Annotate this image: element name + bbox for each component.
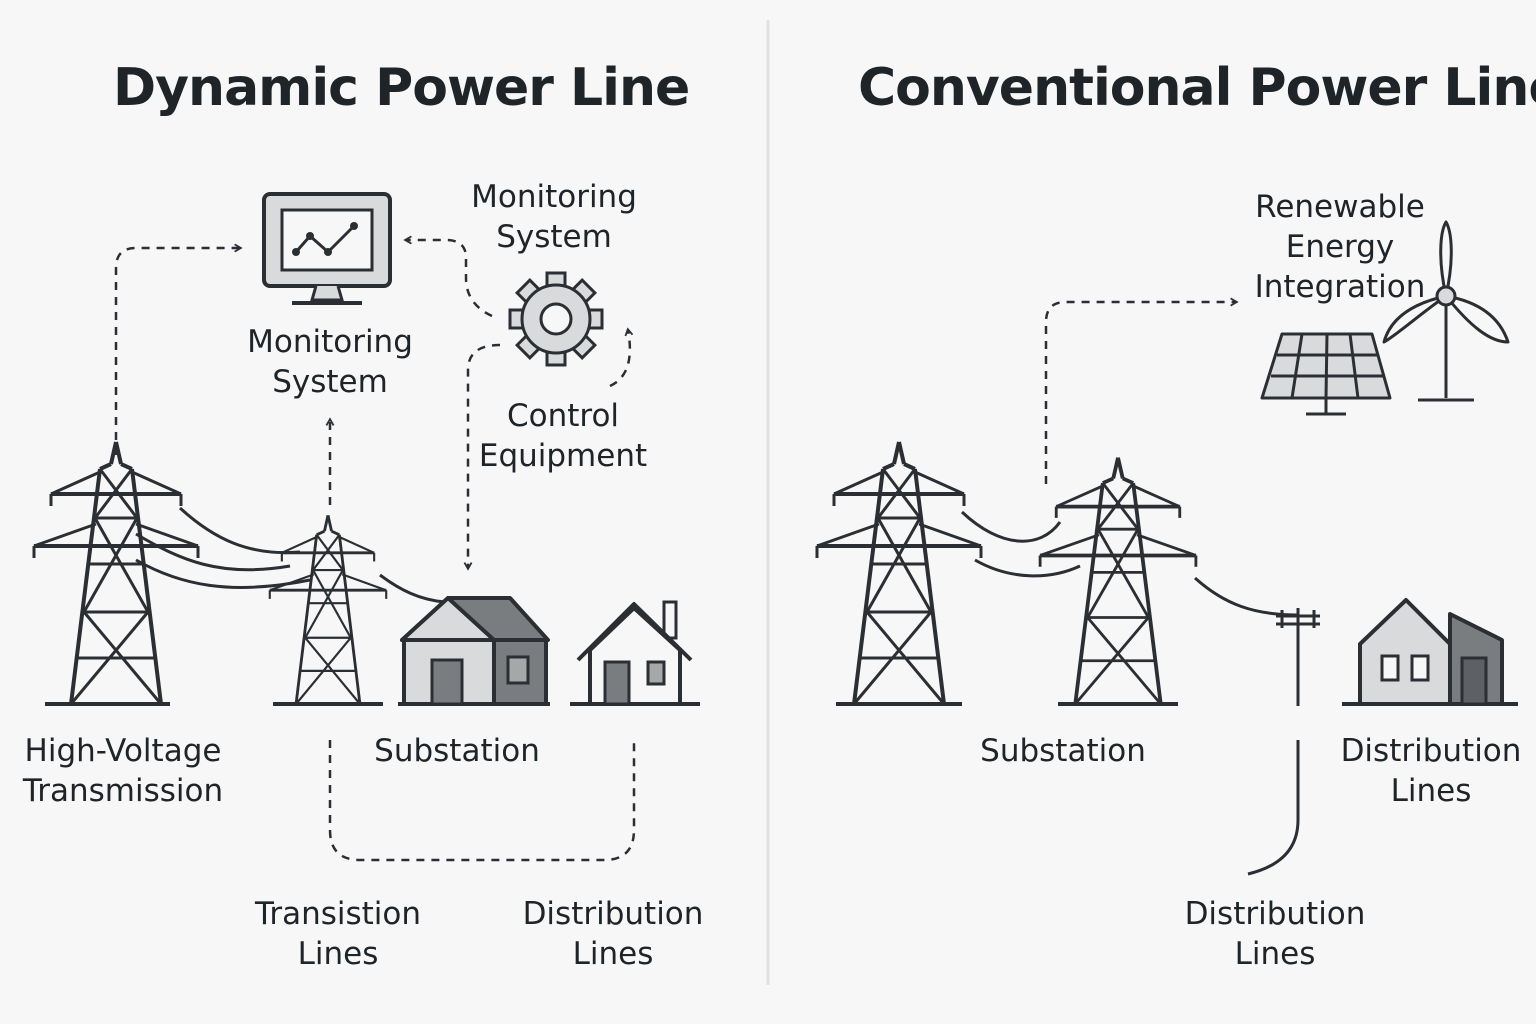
house-icon: [400, 596, 550, 706]
renewable-energy-label: Renewable Energy Integration: [1254, 189, 1426, 305]
data-flow-arrows: [1044, 302, 1236, 484]
substation-label: Substation: [374, 733, 540, 769]
transition-lines-label: Transistion Lines: [254, 896, 422, 972]
transmission-wires: [135, 506, 446, 604]
substation-label: Substation: [980, 733, 1146, 769]
distribution-connector: [1247, 740, 1300, 876]
wind-turbine-icon: [1382, 220, 1510, 402]
data-flow-arrows: [114, 240, 636, 862]
control-equipment-label: Control Equipment: [478, 398, 648, 474]
distribution-lines-label: Distribution Lines: [522, 896, 704, 972]
transmission-wires: [960, 510, 1299, 617]
left-panel-title: Dynamic Power Line: [113, 58, 690, 118]
utility-pole-icon: [1276, 608, 1320, 706]
distribution-lines-label: Distribution Lines: [1184, 896, 1366, 972]
tower-icon: [268, 513, 388, 706]
solar-panel-icon: [1260, 332, 1392, 416]
high-voltage-transmission-label: High-Voltage Transmission: [22, 733, 224, 809]
tower-icon: [815, 440, 983, 706]
house-icon: [1358, 598, 1504, 706]
gear-icon: [508, 271, 604, 367]
tower-icon: [1038, 455, 1198, 706]
tower-icon: [32, 440, 200, 706]
monitor-chart-icon: [262, 192, 392, 305]
right-panel-title: Conventional Power Line: [858, 58, 1536, 118]
house-icon: [576, 600, 693, 706]
monitoring-system-label: Monitoring System: [471, 179, 637, 255]
monitoring-system-label: Monitoring System: [247, 324, 413, 400]
distribution-lines-label: Distribution Lines: [1340, 733, 1522, 809]
